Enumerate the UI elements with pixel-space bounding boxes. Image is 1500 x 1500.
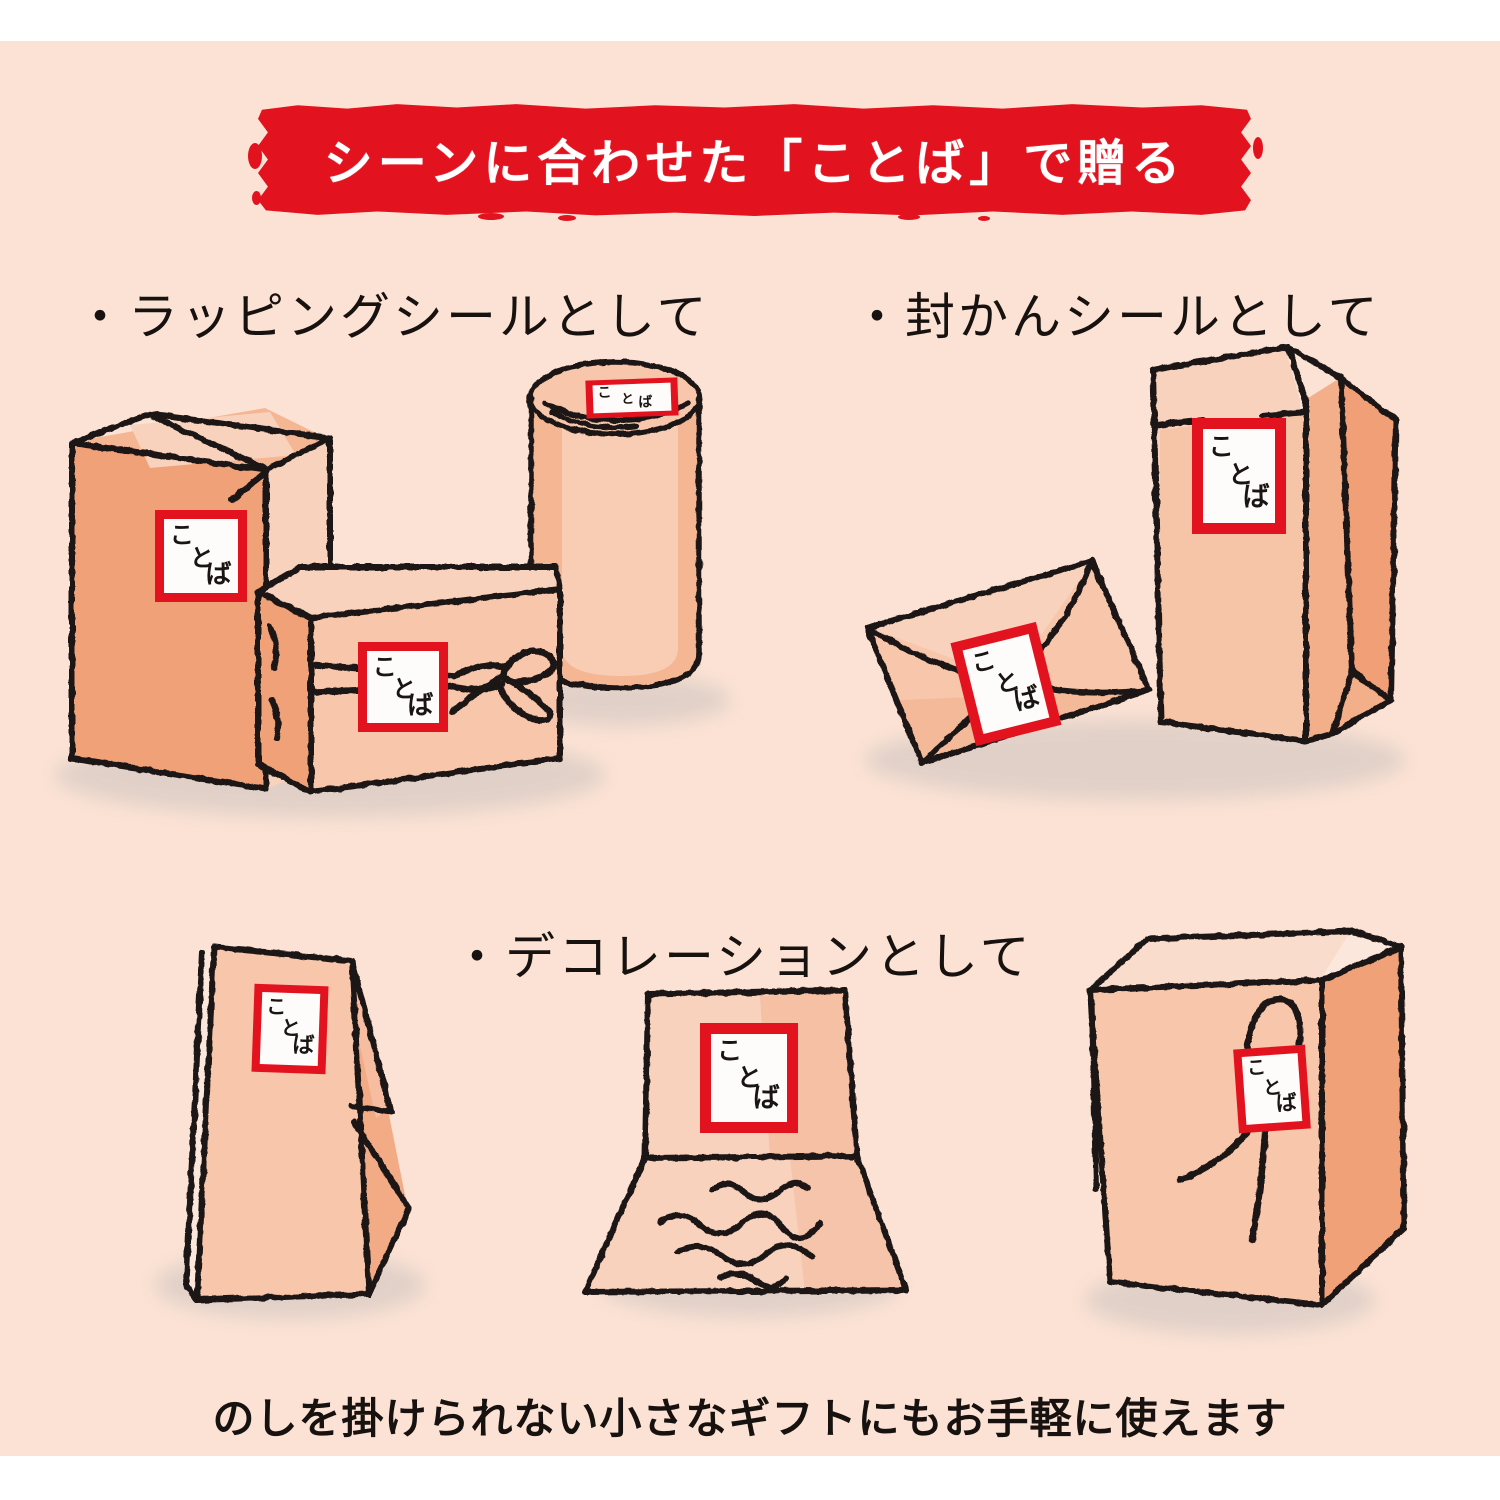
sticker-glyph-ko: こ [717,1036,743,1066]
sticker-face: こ と ば [1241,1053,1303,1125]
sticker-glyph-to: と [736,1062,762,1092]
sticker-face: こ と ば [259,992,321,1066]
kotoba-sticker: こ と ば [585,377,679,419]
sticker-face: こ と ば [592,382,672,414]
sticker-face: こ と ば [1203,429,1275,523]
banner-ink-fleck [478,213,504,220]
banner-ink-fleck [248,143,262,169]
kotoba-sticker: こ と ば [1233,1044,1311,1134]
kotoba-sticker: こ と ば [700,1023,798,1133]
sticker-glyph-ba: ば [1242,481,1270,513]
sticker-glyph-ko: こ [372,653,397,682]
sticker-glyph-to: と [392,674,417,703]
sticker-glyph-ko: こ [1246,1056,1267,1081]
sticker-glyph-to: と [189,543,214,572]
sticker-glyph-ba: ば [205,559,232,590]
sticker-glyph-ko: こ [597,384,612,402]
sticker-glyph-ko: こ [1208,431,1234,461]
sticker-glyph-to: と [620,391,635,408]
banner-ink-fleck [252,191,261,205]
footer-caption: のしを掛けられない小さなギフトにもお手軽に使えます [212,1395,1288,1442]
sticker-glyph-ba: ば [1010,681,1043,718]
sticker-face: こ と ば [962,634,1050,734]
kotoba-sticker: こ と ば [1192,418,1286,534]
sticker-glyph-ba: ば [638,394,653,412]
section-heading-seal: ・封かんシールとして [852,289,1381,345]
kotoba-sticker: こ と ば [251,983,329,1075]
kotoba-sticker: こ と ば [155,510,247,602]
sticker-face: こ と ば [367,651,439,723]
sticker-glyph-ba: ば [291,1032,315,1059]
kotoba-sticker: こ と ば [358,642,448,732]
banner-ink-fleck [978,216,990,221]
banner-ink-fleck [898,214,920,220]
banner-ink-fleck [1253,137,1263,159]
sticker-glyph-ba: ば [407,690,434,721]
sticker-face: こ と ば [711,1034,787,1122]
header-banner: シーンに合わせた「ことば」で贈る [248,103,1263,221]
banner-title: シーンに合わせた「ことば」で贈る [323,137,1186,191]
sticker-glyph-ko: こ [266,993,287,1019]
section-heading-decoration: ・デコレーションとして [452,929,1033,985]
sticker-glyph-ba: ば [1275,1090,1298,1117]
sticker-glyph-ba: ば [752,1083,780,1115]
section-heading-wrapping: ・ラッピングシールとして [75,289,710,345]
sticker-glyph-ko: こ [169,521,194,550]
banner-brush-shape [258,104,1251,216]
sticker-face: こ と ば [164,519,238,593]
page-canvas [0,41,1500,1456]
banner-ink-fleck [558,215,576,221]
sticker-glyph-to: と [1228,459,1254,489]
